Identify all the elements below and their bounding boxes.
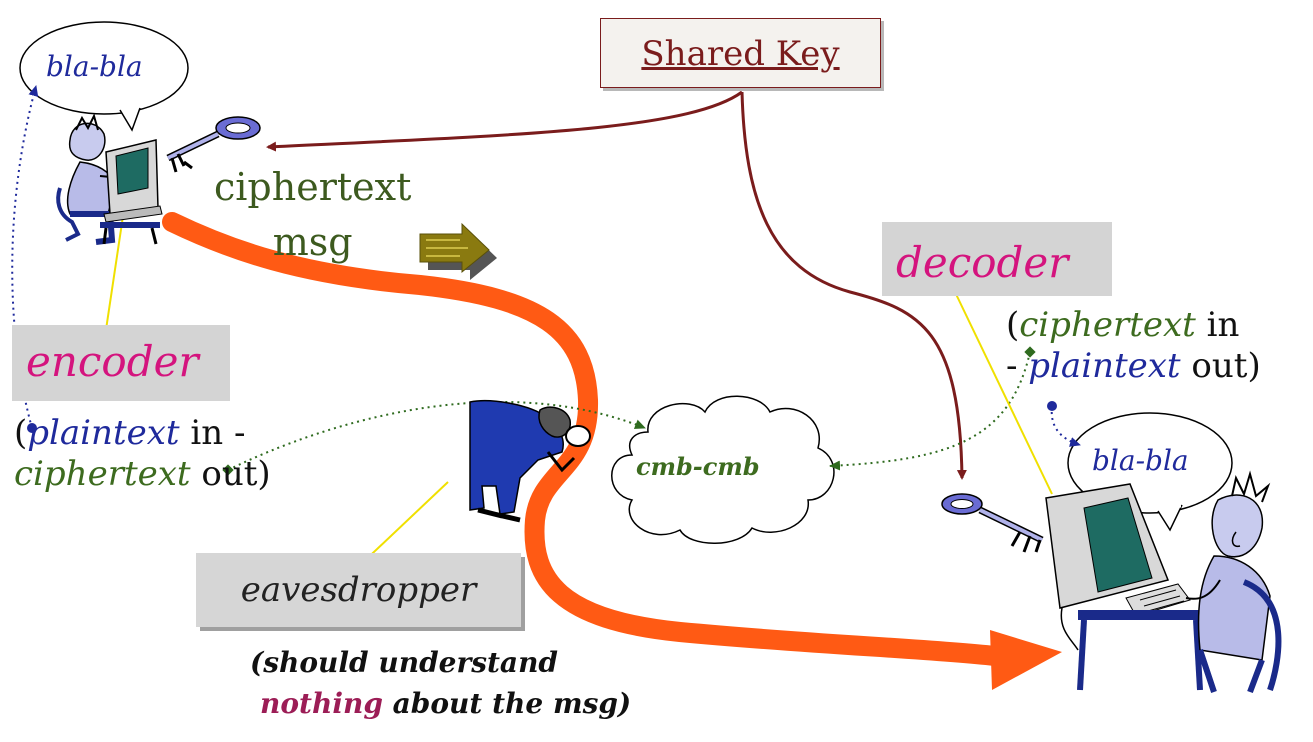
- eavesdropper-note: (should understand nothing about the msg…: [250, 643, 631, 724]
- decoder-desc-open: (: [1006, 305, 1020, 345]
- encoder-label-box: [12, 325, 230, 401]
- encoder-description: (plaintext in - ciphertext out): [14, 413, 271, 495]
- encoder-desc-in: in -: [179, 413, 246, 453]
- decoder-ciphertext-pointer-line: [829, 351, 1031, 471]
- decoder-label-box: [882, 222, 1112, 296]
- decoder-desc-in: in: [1195, 305, 1240, 345]
- ciphertext-msg-label: ciphertext msg: [214, 160, 411, 270]
- left-speech-bubble: [19, 21, 189, 132]
- receiver-key-icon: [941, 493, 1044, 553]
- decoder-pointer-line: [954, 291, 1053, 495]
- decoder-desc-dash: -: [1006, 345, 1029, 386]
- receiver-computer-icon: [1045, 483, 1203, 691]
- eavesdropper-note-rest: about the msg): [382, 686, 632, 720]
- receiver-person-icon: [1185, 470, 1282, 694]
- decoder-desc-out: out): [1180, 345, 1261, 386]
- ciphertext-label: ciphertext: [214, 165, 412, 209]
- msg-label: msg: [272, 220, 353, 265]
- encoder-desc-ciphertext: ciphertext: [14, 453, 191, 494]
- ciphertext-pointer-line: [227, 400, 646, 471]
- cloud-text: cmb-cmb: [636, 452, 760, 481]
- shared-key-arrows: [266, 90, 967, 480]
- sender-key-icon: [166, 116, 261, 173]
- eavesdropper-label-box: [196, 553, 521, 627]
- decoder-desc-ciphertext: ciphertext: [1019, 305, 1196, 345]
- shared-key-box: Shared Key: [600, 18, 881, 88]
- encoder-desc-plaintext: plaintext: [27, 413, 180, 453]
- decoder-description: (ciphertext in - plaintext out): [1006, 305, 1261, 387]
- decoder-plaintext-pointer-line: [1050, 405, 1081, 447]
- encoder-desc-open: (: [14, 413, 28, 453]
- encoder-pointer-line: [103, 195, 127, 344]
- direction-arrow-icon: [419, 222, 497, 280]
- left-bubble-text: bla-bla: [46, 50, 143, 83]
- right-bubble-text: bla-bla: [1092, 444, 1189, 477]
- encoder-label: encoder: [26, 337, 199, 386]
- eavesdropper-person-icon: [469, 400, 591, 523]
- message-arrowhead: [990, 630, 1062, 690]
- eavesdropper-label: eavesdropper: [240, 570, 477, 610]
- cloud-shape: [611, 395, 835, 544]
- decoder-label: decoder: [896, 238, 1069, 287]
- sender-computer-icon: [100, 139, 163, 245]
- eavesdropper-note-line1: (should understand: [250, 646, 558, 679]
- encoder-desc-out: out): [190, 453, 271, 494]
- decoder-desc-plaintext: plaintext: [1028, 345, 1181, 386]
- eavesdropper-note-nothing: nothing: [260, 686, 383, 720]
